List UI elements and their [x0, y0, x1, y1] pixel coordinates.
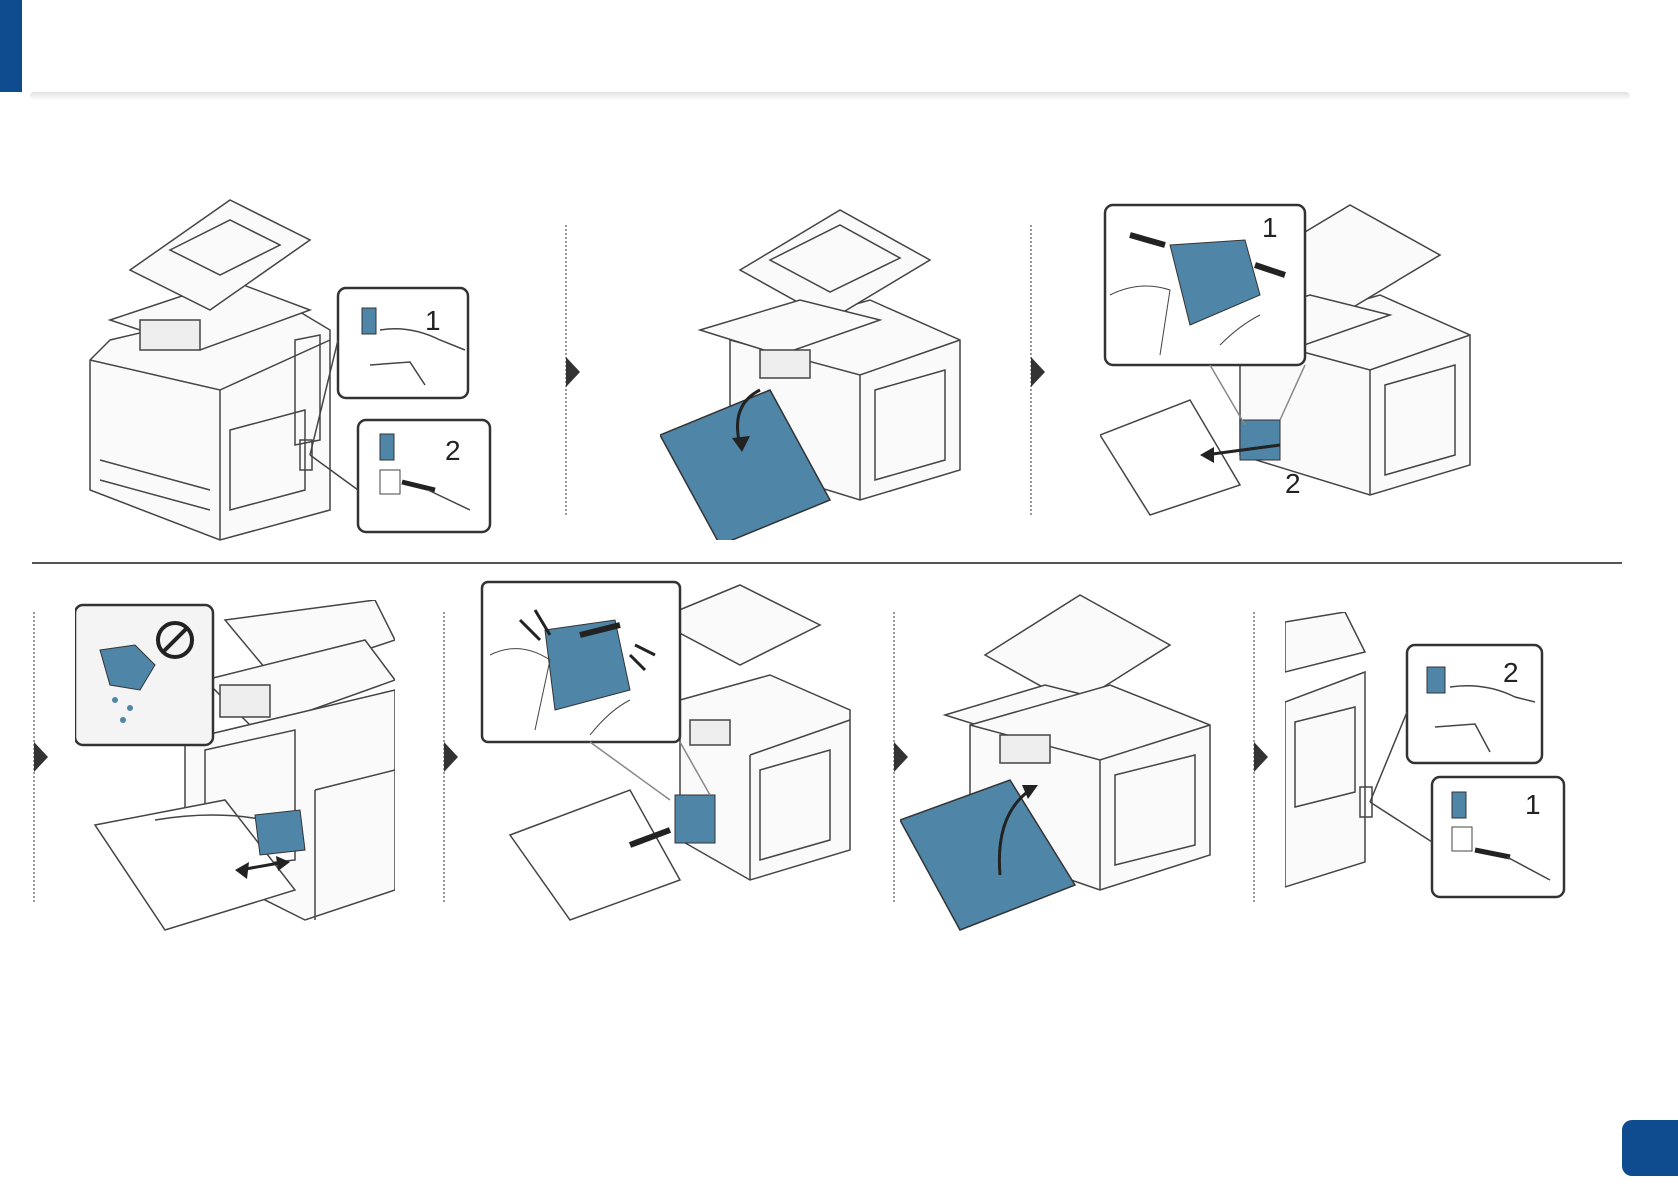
step-arrow-icon	[444, 742, 458, 772]
wet-cloth-icon	[255, 810, 305, 855]
callout-number: 1	[1525, 789, 1541, 820]
page-number-tab	[1622, 1120, 1678, 1176]
row-divider	[32, 562, 1622, 564]
callout-waste-toner-grip: 1	[1105, 205, 1305, 365]
callout-number: 2	[1503, 657, 1519, 688]
callout-insert-container	[482, 582, 680, 742]
step-6-illustration	[900, 585, 1220, 940]
callout-number: 1	[425, 305, 441, 336]
callout-number: 1	[1262, 212, 1278, 243]
step-5-illustration	[480, 580, 860, 940]
header-color-tab	[0, 0, 22, 92]
callout-power-cord: 2	[358, 420, 490, 532]
step-arrow-icon	[566, 357, 580, 387]
header-rule	[30, 92, 1630, 100]
callout-power-switch: 1	[338, 288, 468, 398]
step-4-illustration	[75, 600, 395, 945]
step-arrow-icon	[34, 742, 48, 772]
callout-power-cord: 1	[1432, 777, 1564, 897]
callout-no-wet-cloth	[75, 605, 213, 745]
step-7-illustration: 2 1	[1285, 612, 1575, 907]
callout-power-switch: 2	[1407, 645, 1542, 763]
step-1-illustration: 1 2	[80, 190, 520, 550]
callout-number: 2	[445, 435, 461, 466]
step-arrow-icon	[1031, 357, 1045, 387]
step-arrow-icon	[1254, 742, 1268, 772]
callout-number: 2	[1285, 468, 1301, 499]
step-3-illustration: 2 1	[1100, 195, 1480, 535]
step-2-illustration	[660, 200, 970, 540]
